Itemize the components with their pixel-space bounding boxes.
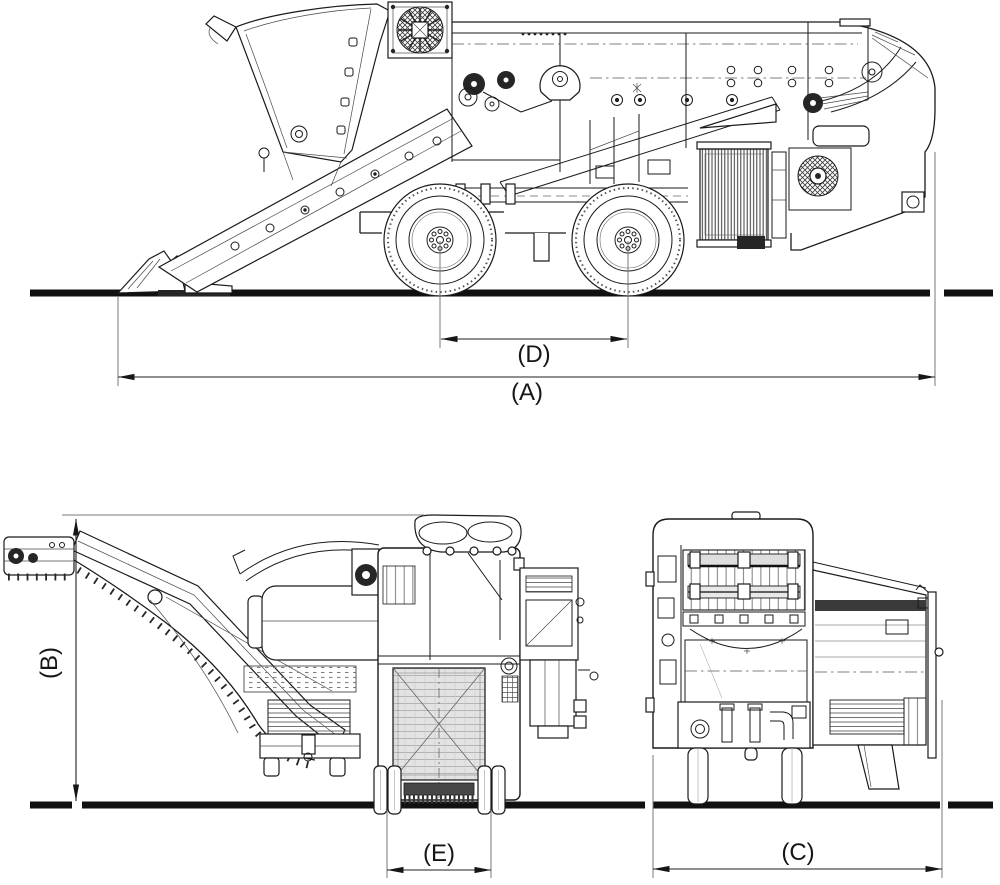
side-view-drawing [116,1,936,297]
conveyor-bolts [230,136,442,251]
dimension-a: (A) [117,152,936,406]
dimension-label-a: (A) [511,379,543,406]
roof-fan [387,1,453,59]
body-bolts [611,65,834,106]
dimension-label-d: (D) [517,341,550,368]
dimension-b: (B) [36,514,424,801]
dimension-label-c: (C) [781,839,814,866]
dimension-label-b: (B) [36,647,63,679]
front-view-wheels [373,765,506,815]
radiator-side [696,141,772,248]
roller-drum [682,549,806,611]
rear-view-drawing [645,511,944,805]
dimension-e: (E) [386,810,492,878]
dimension-label-e: (E) [423,840,455,867]
front-view-drawing [3,514,599,815]
dimension-c: (C) [652,700,943,878]
front-radiator [392,667,486,800]
dimension-d: (D) [439,241,629,368]
